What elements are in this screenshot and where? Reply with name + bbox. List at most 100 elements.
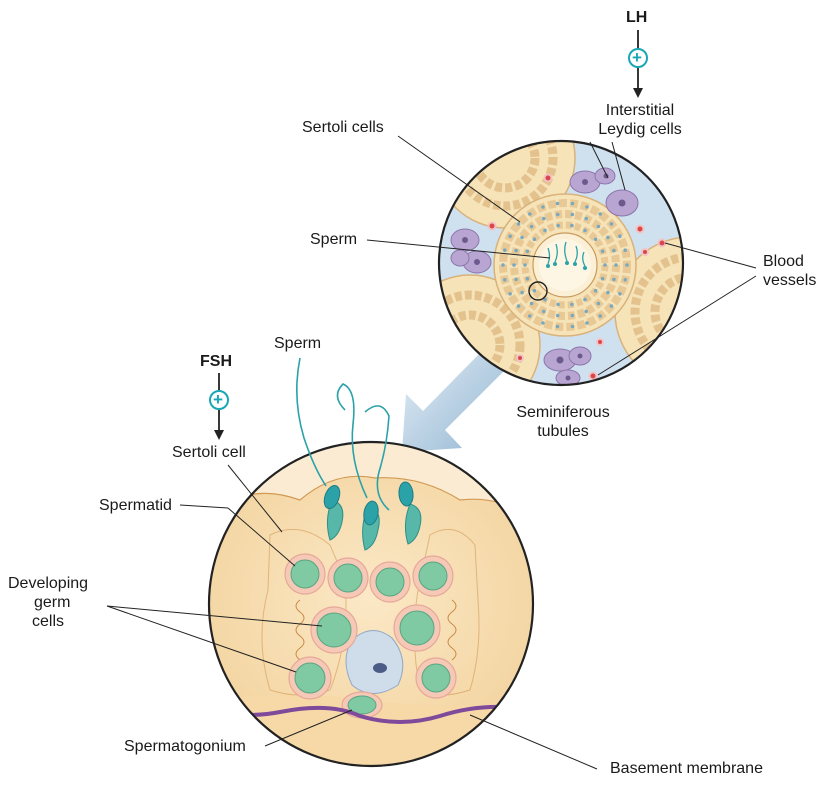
spermatogonium-label: Spermatogonium xyxy=(124,738,246,755)
tubule-nucleus-dot xyxy=(623,278,627,282)
tubule-nucleus-dot xyxy=(596,301,601,306)
tubule-nucleus-dot xyxy=(556,223,560,228)
sertoli-cell-label: Sertoli cell xyxy=(172,444,246,461)
tubule-nucleus-dot xyxy=(570,201,575,206)
blood-vessels-label: Blood vessels xyxy=(763,252,816,290)
lh-plus-sign: + xyxy=(632,48,642,67)
released-sperm xyxy=(296,357,414,526)
tubule-nucleus-dot xyxy=(596,224,601,229)
germ-nuclei xyxy=(290,559,451,715)
epithelium-detail xyxy=(207,440,535,768)
tubule-nucleus-dot xyxy=(598,314,602,318)
tubule-cell-nuclei xyxy=(501,201,629,329)
blood-line-2: vessels xyxy=(763,272,817,289)
tubule-nucleus-dot xyxy=(512,263,516,267)
tubule-partial-right xyxy=(614,236,683,385)
tubule-nucleus-dot xyxy=(593,237,598,242)
tubule-nucleus-dot xyxy=(501,263,505,267)
sertoli-cells-label: Sertoli cells xyxy=(302,119,384,136)
leader-lines xyxy=(106,135,757,770)
germ-line-2: germ xyxy=(34,594,71,611)
tubule-nucleus-dot xyxy=(555,324,560,329)
fsh-label: FSH xyxy=(200,353,232,370)
tubule-nucleus-dot xyxy=(600,276,605,281)
tubule-nucleus-dot xyxy=(606,290,610,295)
lh-label: LH xyxy=(626,9,648,26)
tubule-nucleus-dot xyxy=(514,248,518,253)
tubule-nucleus-dot xyxy=(529,224,534,229)
tubule-nucleus-dot xyxy=(528,314,532,318)
tubule-nucleus-dot xyxy=(623,248,627,252)
tubule-nucleus-dot xyxy=(520,235,524,240)
tubule-nucleus-dot xyxy=(525,276,530,281)
tubule-nucleus-dot xyxy=(570,223,574,228)
tubule-nucleus-dot xyxy=(593,288,598,293)
sperm-bottom-label: Sperm xyxy=(274,335,322,352)
interstitial-leydig-label: Interstitial Leydig cells xyxy=(570,101,710,139)
tubule-nucleus-dot xyxy=(528,212,532,216)
tubule-nucleus-dot xyxy=(542,216,546,221)
tubule-nucleus-dot xyxy=(585,321,589,325)
interstitial-line-2: Leydig cells xyxy=(598,121,682,138)
developing-germ-cells-label: Developing germ cells xyxy=(8,574,88,631)
lumen-sperm xyxy=(547,241,586,267)
tubule-nucleus-dot xyxy=(570,324,575,329)
tubule-nucleus-dot xyxy=(612,277,616,282)
sperm-top-label: Sperm xyxy=(310,231,358,248)
tubule-nucleus-dot xyxy=(584,216,588,221)
lh-arrow xyxy=(628,30,648,98)
tubule-nucleus-dot xyxy=(523,263,527,267)
tubule-nucleus-dot xyxy=(556,302,560,307)
germ-line-1: Developing xyxy=(8,575,89,592)
seminiferous-line-1: Seminiferous xyxy=(516,404,610,421)
tubule-nucleus-dot xyxy=(529,301,534,306)
seminiferous-line-2: tubules xyxy=(537,423,589,440)
tubule-nucleus-dot xyxy=(514,277,518,282)
tubule-nucleus-dot xyxy=(516,304,521,308)
tubule-nucleus-dot xyxy=(532,237,537,242)
tubule-nucleus-dot xyxy=(612,248,616,253)
tubule-nucleus-dot xyxy=(598,212,602,216)
tubule-nucleus-dot xyxy=(541,205,545,209)
tubule-nucleus-dot xyxy=(606,235,610,240)
tubule-nucleus-dot xyxy=(532,288,537,293)
tubule-nucleus-dot xyxy=(618,292,622,296)
blood-line-1: Blood xyxy=(763,253,804,270)
tubule-nucleus-dot xyxy=(508,292,512,296)
seminiferous-tubules-label: Seminiferous tubules xyxy=(498,403,628,441)
tubule-nucleus-dot xyxy=(603,263,607,267)
basement-membrane-label: Basement membrane xyxy=(610,760,763,777)
tubule-nucleus-dot xyxy=(625,263,629,267)
tubule-nucleus-dot xyxy=(555,313,560,318)
tubule-nucleus-dot xyxy=(583,297,587,302)
tubule-nucleus-dot xyxy=(543,297,547,302)
fsh-arrow xyxy=(209,373,229,440)
zoom-arrow xyxy=(402,340,505,452)
tubule-nucleus-dot xyxy=(570,313,575,318)
tubule-nucleus-dot xyxy=(583,228,587,233)
tubule-nucleus-dot xyxy=(542,309,546,314)
tubule-nucleus-dot xyxy=(520,290,524,295)
tubule-nucleus-dot xyxy=(584,309,588,314)
fsh-plus-sign: + xyxy=(213,390,223,409)
tubule-nucleus-dot xyxy=(570,302,574,307)
germ-line-3: cells xyxy=(32,613,65,630)
tubule-nucleus-dot xyxy=(585,205,589,209)
tubule-nucleus-dot xyxy=(600,249,605,254)
interstitial-line-1: Interstitial xyxy=(605,102,675,119)
tubule-nucleus-dot xyxy=(543,228,547,233)
tubule-nucleus-dot xyxy=(541,321,545,325)
tubule-nucleus-dot xyxy=(503,278,507,282)
tubule-nucleus-dot xyxy=(614,263,618,267)
tubule-nucleus-dot xyxy=(555,212,560,217)
tubule-nucleus-dot xyxy=(618,234,622,238)
basement-membrane-line xyxy=(209,704,533,724)
zoom-region-marker xyxy=(528,281,548,301)
tubule-nucleus-dot xyxy=(503,248,507,252)
tubule-nucleus-dot xyxy=(609,222,614,226)
spermatid-label: Spermatid xyxy=(99,497,172,514)
tubule-nucleus-dot xyxy=(508,234,512,238)
tubule-nucleus-dot xyxy=(570,212,575,217)
